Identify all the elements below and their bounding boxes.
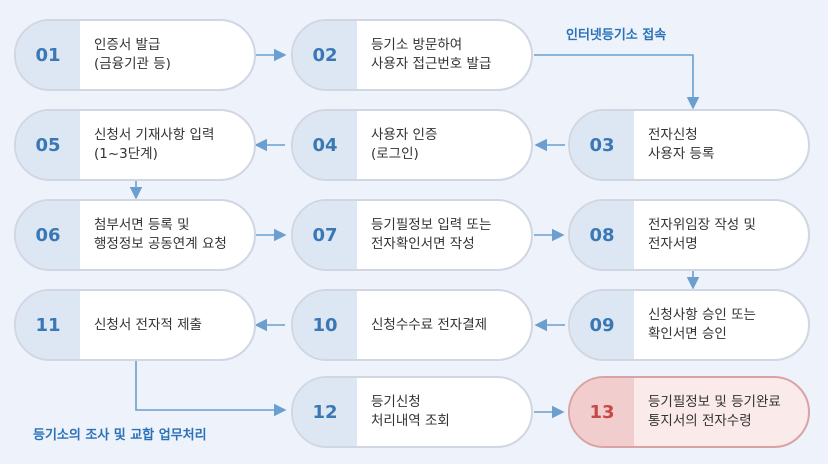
- step-text-line2: 사용자 접근번호 발급: [371, 56, 492, 72]
- step-text-line2: 처리내역 조회: [371, 413, 450, 429]
- step-10: 10 신청수수료 전자결제: [291, 289, 533, 361]
- label-office-processing: 등기소의 조사 및 교합 업무처리: [33, 428, 207, 443]
- step-text-line2: 통지서의 전자수령: [648, 413, 752, 429]
- step-number: 10: [293, 291, 357, 359]
- step-text-line1: 첨부서면 등록 및: [94, 217, 190, 233]
- step-text-line1: 등기소 방문하여: [371, 37, 463, 53]
- step-text-line1: 사용자 인증: [371, 127, 438, 143]
- step-number: 13: [570, 378, 634, 446]
- step-text-line1: 신청사항 승인 또는: [648, 307, 756, 323]
- step-number: 02: [293, 21, 357, 89]
- step-number: 04: [293, 111, 357, 179]
- arrow-11-12: [135, 361, 287, 417]
- step-text-line2: 전자확인서면 작성: [371, 236, 475, 252]
- step-text-line1: 전자신청: [648, 127, 698, 143]
- step-number: 03: [570, 111, 634, 179]
- step-text-line2: 행정정보 공동연계 요청: [94, 236, 227, 252]
- step-text-line1: 인증서 발급: [94, 37, 161, 53]
- step-text-line1: 신청서 기재사항 입력: [94, 127, 215, 143]
- step-text-line2: 전자서명: [648, 236, 698, 252]
- step-text-line1: 등기필정보 및 등기완료: [648, 394, 781, 410]
- step-text-line1: 신청수수료 전자결제: [371, 316, 488, 333]
- step-number: 07: [293, 201, 357, 269]
- step-number: 08: [570, 201, 634, 269]
- step-text-line1: 신청서 전자적 제출: [94, 316, 202, 333]
- step-number: 01: [16, 21, 80, 89]
- step-11: 11 신청서 전자적 제출: [14, 289, 256, 361]
- step-number: 06: [16, 201, 80, 269]
- step-number: 05: [16, 111, 80, 179]
- step-number: 09: [570, 291, 634, 359]
- arrow-02-03: [534, 54, 700, 110]
- step-05: 05 신청서 기재사항 입력 (1~3단계): [14, 109, 256, 181]
- label-online-access: 인터넷등기소 접속: [566, 28, 667, 43]
- step-text-line1: 등기신청: [371, 394, 421, 410]
- step-text-line2: 확인서면 승인: [648, 326, 727, 342]
- step-number: 12: [293, 378, 357, 446]
- step-01: 01 인증서 발급 (금융기관 등): [14, 19, 256, 91]
- step-text-line2: (1~3단계): [94, 146, 158, 162]
- step-text-line2: (금융기관 등): [94, 56, 171, 72]
- step-text-line2: 사용자 등록: [648, 146, 715, 162]
- step-text-line1: 전자위임장 작성 및: [648, 217, 756, 233]
- step-04: 04 사용자 인증 (로그인): [291, 109, 533, 181]
- step-number: 11: [16, 291, 80, 359]
- step-text-line2: (로그인): [371, 146, 419, 162]
- step-text-line1: 등기필정보 입력 또는: [371, 217, 492, 233]
